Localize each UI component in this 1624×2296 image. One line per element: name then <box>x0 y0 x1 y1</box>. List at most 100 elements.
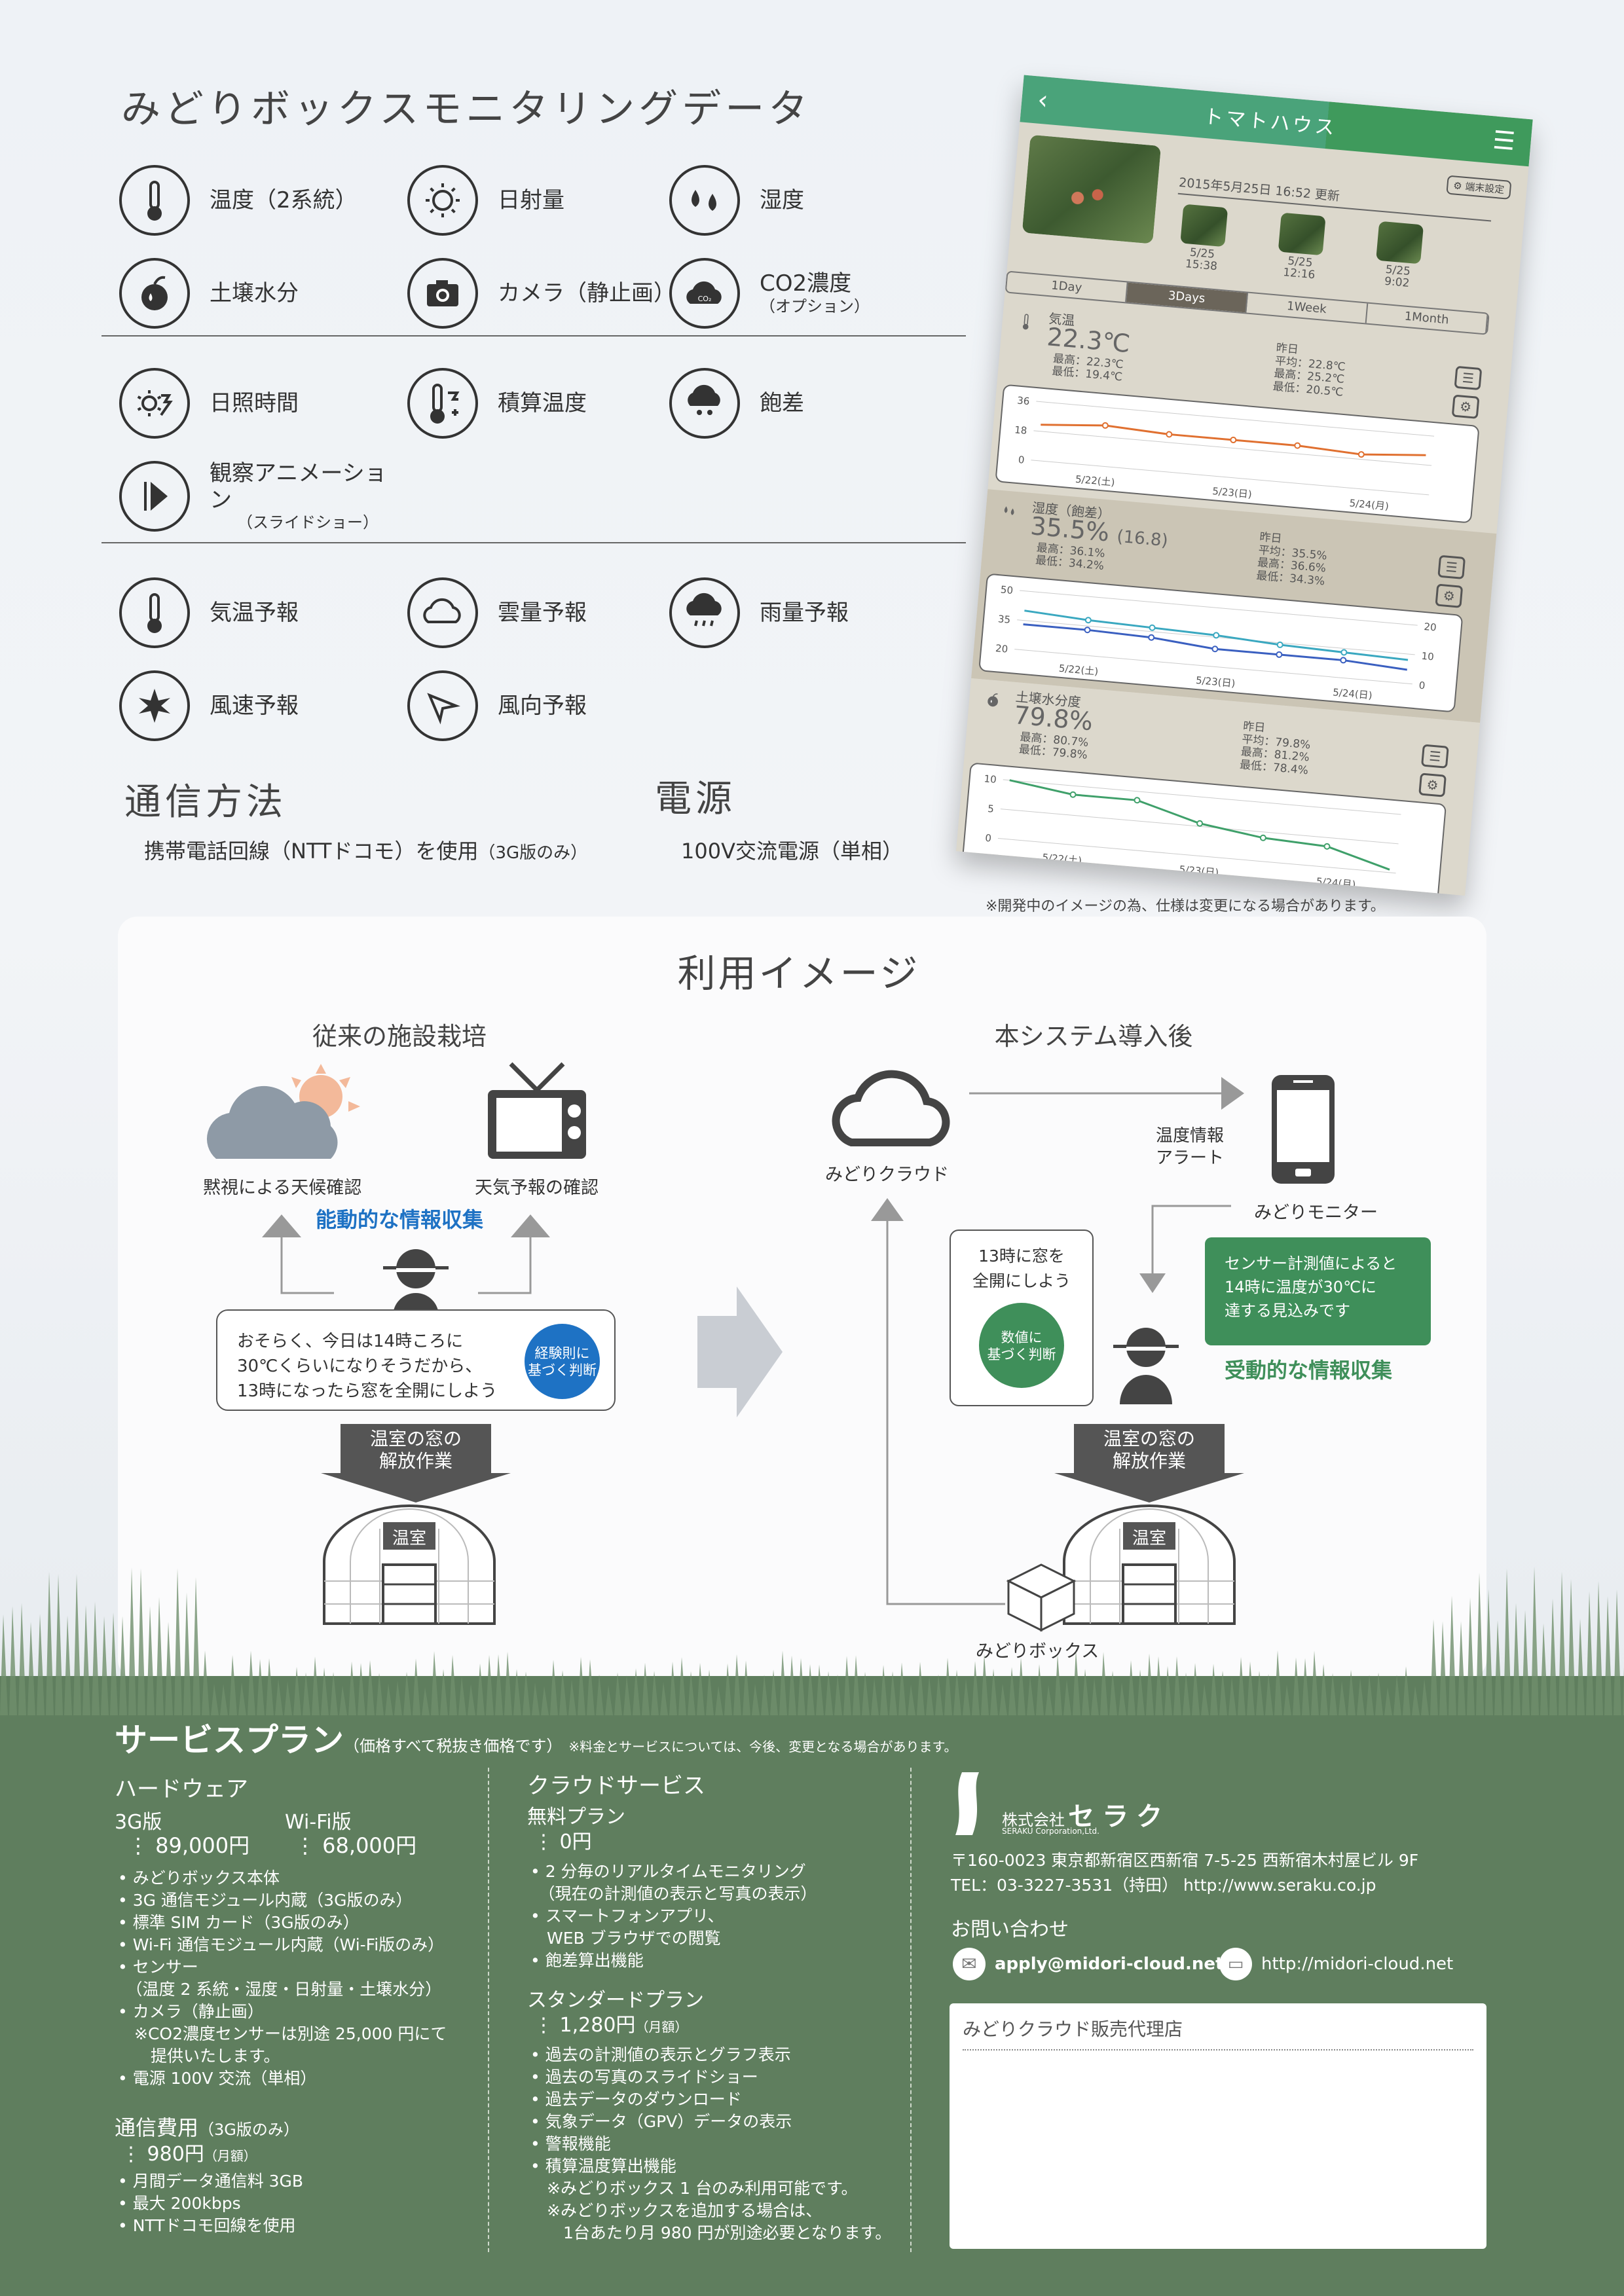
app-title: トマトハウス <box>1203 100 1338 141</box>
communication-method: 携帯電話回線（NTTドコモ）を使用 <box>144 839 478 864</box>
tab-1month[interactable]: 1Month <box>1367 304 1488 334</box>
company-address: 〒160-0023 東京都新宿区西新宿 7-5-25 西新宿木村屋ビル 9F <box>951 1848 1418 1871</box>
wifi-price: ⋮ 68,000円 <box>295 1829 416 1859</box>
tab-1day[interactable]: 1Day <box>1006 272 1128 302</box>
speech-line: 30℃くらいになりそうだから、 <box>237 1354 497 1379</box>
list-view-button[interactable]: ☰ <box>1454 366 1483 390</box>
standard-price-value: 1,280円 <box>560 2014 636 2037</box>
website-link[interactable]: ▭ http://midori-cloud.net <box>1219 1948 1453 1980</box>
farmer-icon <box>383 1244 449 1316</box>
data-point <box>1134 797 1140 803</box>
tax-note: （価格すべて税抜き価格です） <box>344 1737 562 1755</box>
comm-items: • 月間データ通信料 3GB• 最大 200kbps• NTTドコモ回線を使用 <box>118 2170 303 2237</box>
y-tick-label: 18 <box>1014 424 1028 437</box>
speech-text: おそらく、今日は14時ころに 30℃くらいになりそうだから、 13時になったら窓… <box>237 1329 497 1404</box>
monitoring-item: 風向予報 <box>406 659 668 752</box>
back-chevron-icon[interactable]: ‹ <box>1036 85 1049 116</box>
data-point <box>1149 634 1154 640</box>
monitor-icon: ▭ <box>1219 1948 1252 1980</box>
sun-icon <box>406 164 479 237</box>
hardware-items: • みどりボックス本体• 3G 通信モジュール内蔵（3G版のみ）• 標準 SIM… <box>118 1867 447 2090</box>
hamburger-menu-icon[interactable]: ☰ <box>1492 125 1517 156</box>
plan-header: サービスプラン（価格すべて税抜き価格です）※料金とサービスについては、今後、変更… <box>115 1714 957 1761</box>
data-point <box>1295 443 1301 448</box>
monitoring-label-text: 雲量予報 <box>498 600 587 626</box>
speech-line: 13時になったら窓を全開にしよう <box>237 1379 497 1404</box>
settings-gear-button[interactable]: ⚙ <box>1435 583 1463 608</box>
water-drops-icon <box>994 495 1025 526</box>
badge-line: 経験則に <box>525 1345 600 1362</box>
greenhouse-label: 温室 <box>383 1525 435 1549</box>
alert-line: 温度情報 <box>1156 1125 1224 1147</box>
monitoring-label-text: 日射量 <box>498 187 564 213</box>
divider <box>101 542 966 543</box>
photo-thumbnail[interactable] <box>1376 221 1424 264</box>
list-item: 1台あたり月 980 円が別途必要となります。 <box>530 2222 891 2244</box>
svg-text:CO₂: CO₂ <box>698 295 712 303</box>
monitoring-item: 風速予報 <box>118 659 406 752</box>
list-item: WEB ブラウザでの閲覧 <box>530 1927 817 1950</box>
monitoring-label-text: 気温予報 <box>210 600 299 626</box>
comm-price: ⋮ 980円（月額） <box>121 2138 257 2166</box>
y-tick-label: 10 <box>984 773 997 786</box>
photo-thumbnail[interactable] <box>1278 213 1326 256</box>
passive-collection-label: 受動的な情報収集 <box>1225 1354 1392 1384</box>
monitoring-item: カメラ（静止画） <box>406 247 668 340</box>
monitoring-label-text: CO2濃度 <box>760 270 851 297</box>
thumbnail-time: 5/2512:16 <box>1276 255 1323 282</box>
monitoring-item: CO₂ CO2濃度（オプション） <box>668 247 1008 340</box>
greenhouse-photo[interactable] <box>1022 135 1161 244</box>
soil-moisture-icon <box>118 257 191 330</box>
monitoring-label: 温度（2系統） <box>210 187 358 214</box>
list-item: • 標準 SIM カード（3G版のみ） <box>118 1912 447 1934</box>
dealer-box: みどりクラウド販売代理店 <box>950 2003 1486 2249</box>
data-point <box>1084 627 1090 633</box>
dealer-heading: みどりクラウド販売代理店 <box>963 2015 1183 2041</box>
farmer-icon <box>1113 1322 1179 1404</box>
thumbnail-clock: 12:16 <box>1276 266 1322 282</box>
tab-1week[interactable]: 1Week <box>1246 293 1368 323</box>
list-item: ※みどりボックスを追加する場合は、 <box>530 2200 891 2222</box>
comm-cost-sub: （3G版のみ） <box>198 2121 299 2139</box>
sunshine-hours-icon <box>118 367 191 440</box>
notice-line: センサー計測値によると <box>1225 1252 1431 1275</box>
monitoring-item: 気温予報 <box>118 566 406 659</box>
grass-decoration <box>0 1558 1624 1715</box>
device-settings-button[interactable]: ⚙ 端末設定 <box>1446 175 1511 199</box>
x-tick-label: 5/22(土) <box>1075 473 1115 488</box>
list-view-button[interactable]: ☰ <box>1437 555 1466 579</box>
monitoring-label: 日照時間 <box>210 390 299 417</box>
data-point <box>1086 617 1092 623</box>
development-note: ※開発中のイメージの為、仕様は変更になる場合があります。 <box>986 894 1385 915</box>
monitoring-label: CO2濃度（オプション） <box>760 270 870 316</box>
temperature-alert-label: 温度情報アラート <box>1156 1125 1224 1169</box>
monitoring-label: 観察アニメーション（スライドショー） <box>210 460 406 532</box>
y-tick-label: 50 <box>1000 583 1014 596</box>
tab-3days[interactable]: 3Days <box>1126 283 1248 313</box>
monitoring-label: 雲量予報 <box>498 600 587 627</box>
monitoring-item: 雲量予報 <box>406 566 668 659</box>
comm-price-unit: （月額） <box>204 2148 257 2164</box>
wifi-price-value: 68,000円 <box>322 1833 416 1858</box>
monitoring-item: 飽差 <box>668 357 1008 450</box>
settings-gear-button[interactable]: ⚙ <box>1418 773 1447 797</box>
window-work-arrow: 温室の窓の解放作業 <box>321 1424 511 1503</box>
x-tick-label: 5/24(月) <box>1349 497 1390 512</box>
list-view-button[interactable]: ☰ <box>1421 744 1449 769</box>
divider <box>101 335 966 337</box>
today-minmax: 最高：80.7%最低：79.8% <box>1018 731 1089 761</box>
website-url[interactable]: http://midori-cloud.net <box>1261 1954 1453 1974</box>
thermometer-icon <box>1010 306 1042 337</box>
settings-gear-button[interactable]: ⚙ <box>1452 395 1480 419</box>
data-point <box>1213 632 1219 638</box>
rain-icon <box>668 576 741 649</box>
data-point <box>1340 657 1346 663</box>
email-address[interactable]: apply@midori-cloud.net <box>995 1954 1223 1974</box>
gridline <box>1036 401 1434 436</box>
monitoring-sublabel: （オプション） <box>760 297 870 316</box>
free-plan-items: • 2 分毎のリアルタイムモニタリング （現在の計測値の表示と写真の表示）• ス… <box>530 1861 817 1972</box>
email-link[interactable]: ✉apply@midori-cloud.net <box>953 1948 1223 1980</box>
tv-icon <box>485 1057 589 1162</box>
photo-thumbnail[interactable] <box>1180 204 1228 247</box>
monitoring-label-text: 風速予報 <box>210 693 299 719</box>
